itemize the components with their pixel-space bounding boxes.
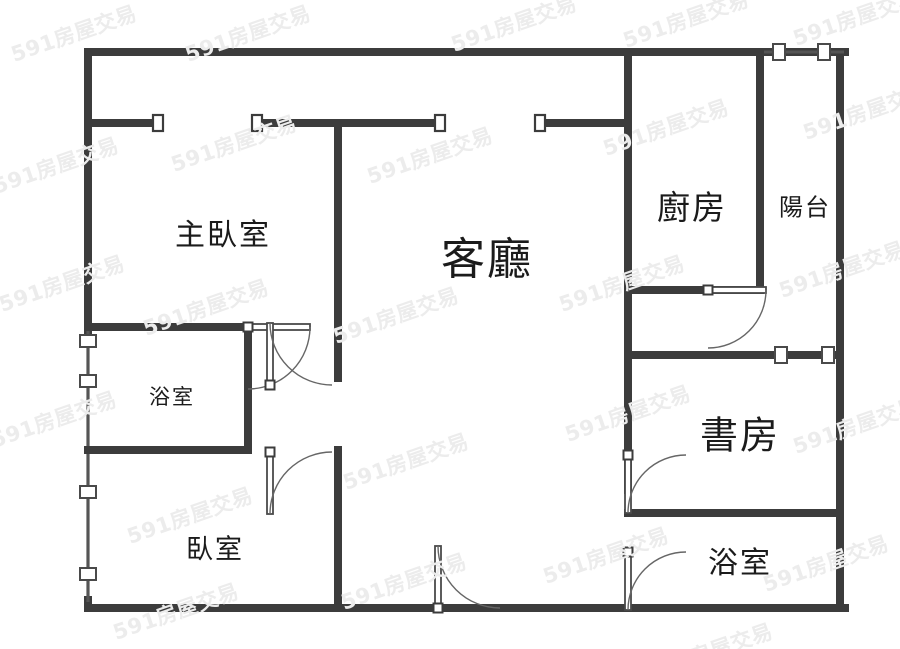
kitchen-west-wall — [624, 48, 632, 494]
wall-end-caps-group — [151, 113, 547, 133]
room-label-master-bedroom: 主臥室 — [175, 218, 271, 253]
cap-living-far — [533, 113, 547, 133]
door-study-swing-arc — [627, 454, 687, 514]
room-label-living-room: 客廳 — [441, 234, 533, 285]
door-bathroom-2[interactable] — [622, 546, 687, 611]
door-bathroom-1-hinge — [264, 379, 276, 391]
window-study-top-1 — [774, 346, 788, 364]
living-room-north-stub — [253, 119, 444, 127]
window-left-upper-1 — [79, 334, 97, 348]
door-kitchen-hinge — [702, 284, 714, 296]
door-bathroom-1-swing-arc — [269, 322, 333, 386]
door-kitchen-swing-arc — [707, 289, 767, 349]
window-study-top-2 — [821, 346, 835, 364]
balcony-divider-wall — [756, 48, 764, 294]
balcony-railing-top — [760, 50, 844, 54]
room-label-bathroom-2: 浴室 — [708, 546, 772, 581]
right-wall — [836, 48, 844, 612]
window-left-lower-1 — [79, 485, 97, 499]
door-main-entrance-hinge — [432, 602, 444, 614]
room-label-kitchen: 廚房 — [657, 188, 727, 227]
window-balcony-top-1 — [772, 43, 786, 61]
door-master-bedroom-leaf — [247, 323, 311, 331]
door-main-entrance[interactable] — [432, 545, 501, 614]
door-kitchen[interactable] — [702, 284, 767, 349]
windows-group — [79, 43, 835, 581]
room-label-bedroom-2: 臥室 — [186, 534, 244, 566]
door-bedroom-2-swing-arc — [269, 451, 333, 515]
bathroom1-north-wall — [84, 323, 252, 331]
door-study[interactable] — [622, 449, 687, 514]
left-thin-wall-upper — [86, 330, 90, 450]
room-label-study: 書房 — [699, 413, 781, 458]
window-balcony-top-2 — [817, 43, 831, 61]
door-bathroom-1[interactable] — [264, 322, 333, 391]
bottom-wall — [84, 604, 849, 612]
living-room-west-wall-lower — [334, 446, 342, 612]
cap-living-nw — [250, 113, 264, 133]
cap-master-north — [151, 113, 165, 133]
room-label-balcony: 陽台 — [779, 193, 831, 222]
window-left-lower-2 — [79, 567, 97, 581]
door-study-hinge — [622, 449, 634, 461]
bathroom2-north-wall — [624, 509, 844, 517]
balcony-kitchen-wall — [624, 286, 764, 294]
door-bathroom-2-hinge — [622, 546, 634, 558]
door-master-bedroom[interactable] — [242, 321, 311, 390]
left-wall-upper — [84, 48, 92, 334]
door-bedroom-2-hinge — [264, 446, 276, 458]
door-master-bedroom-hinge — [242, 321, 254, 333]
cap-living-ne — [433, 113, 447, 133]
room-label-bathroom-1: 浴室 — [149, 385, 195, 409]
door-main-entrance-swing-arc — [437, 545, 501, 609]
doors-group — [242, 284, 767, 614]
window-left-upper-2 — [79, 374, 97, 388]
living-room-north-stub-right — [536, 119, 632, 127]
left-thin-wall-lower — [86, 450, 90, 602]
master-bedroom-north-stub-left — [84, 119, 162, 127]
living-room-west-wall — [334, 119, 342, 382]
door-kitchen-leaf — [707, 286, 767, 294]
door-bedroom-2[interactable] — [264, 446, 333, 515]
top-wall — [84, 48, 849, 56]
door-master-bedroom-swing-arc — [247, 326, 311, 390]
bathroom1-south-wall — [84, 446, 252, 454]
kitchen-south-wall — [624, 351, 844, 359]
door-bathroom-2-swing-arc — [627, 551, 687, 611]
